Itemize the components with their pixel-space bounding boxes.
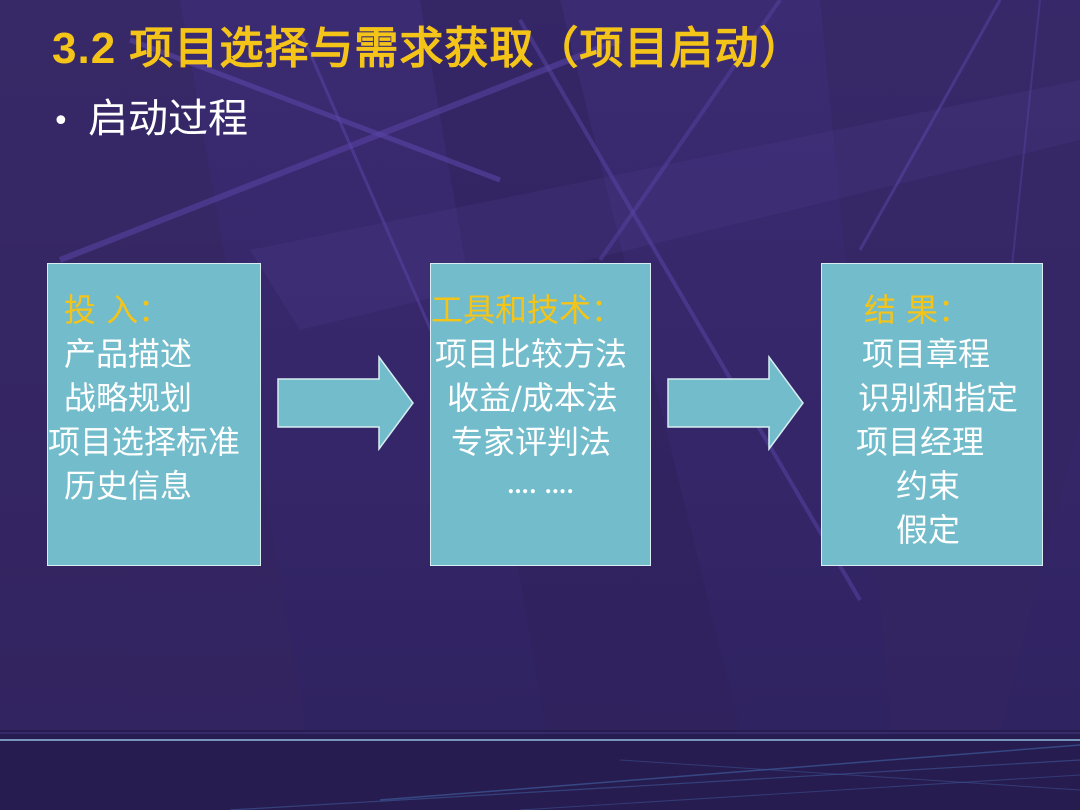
output-item: 项目章程 <box>862 335 991 373</box>
bullet-item: • 启动过程 <box>52 86 248 144</box>
tools-item: 项目比较方法 <box>435 335 628 373</box>
input-heading: 投 入： <box>64 291 171 329</box>
output-item: 项目经理 <box>856 423 985 461</box>
bullet-dot-icon: • <box>52 103 70 139</box>
input-item: 产品描述 <box>64 335 193 373</box>
output-item: 假定 <box>896 511 961 549</box>
input-item: 项目选择标准 <box>48 423 241 461</box>
slide-title: 3.2 项目选择与需求获取（项目启动） <box>52 24 805 73</box>
tools-item: 专家评判法 <box>451 423 612 461</box>
input-item: 战略规划 <box>64 379 193 417</box>
tools-box: 工具和技术： 项目比较方法 收益/成本法 专家评判法 …. …. <box>430 263 651 566</box>
bullet-text: 启动过程 <box>88 96 248 142</box>
input-box: 投 入： 产品描述 战略规划 项目选择标准 历史信息 <box>47 263 261 566</box>
output-heading: 结 果： <box>864 291 971 329</box>
output-box: 结 果： 项目章程 识别和指定 项目经理 约束 假定 <box>821 263 1043 566</box>
output-item: 识别和指定 <box>858 379 1019 417</box>
input-item: 历史信息 <box>64 467 193 505</box>
flow-arrow-right-icon <box>277 355 414 451</box>
flow-arrow-right-icon <box>667 355 804 451</box>
tools-item: 收益/成本法 <box>447 379 618 417</box>
tools-heading: 工具和技术： <box>431 291 624 329</box>
output-item: 约束 <box>896 467 961 505</box>
tools-item: …. …. <box>507 473 574 499</box>
